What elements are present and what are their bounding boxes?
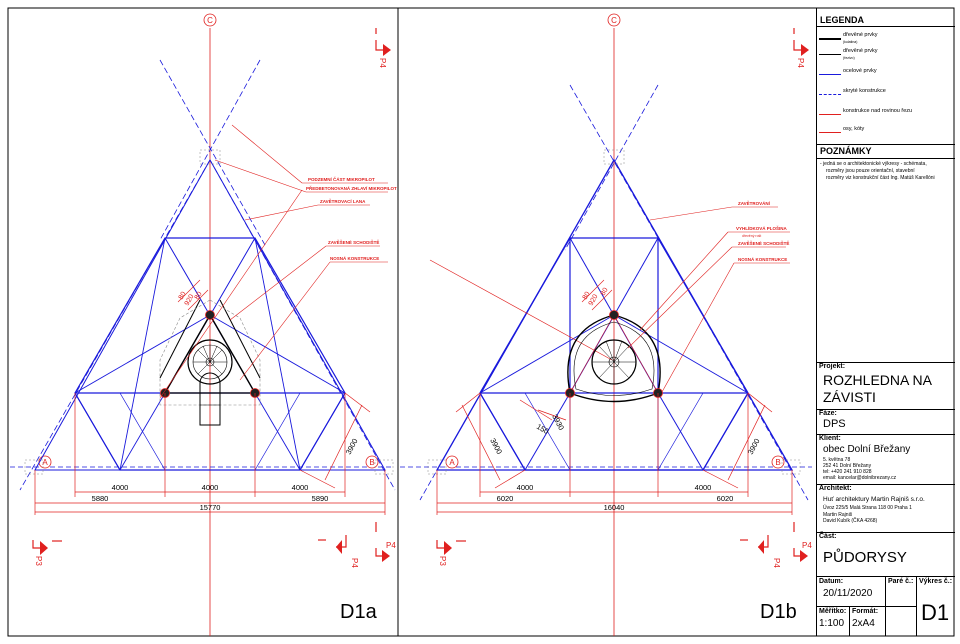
axis-label-b-d1a: B [369, 458, 374, 467]
part-label: Část: [819, 533, 837, 540]
legend-item: konstrukce nad rovinou řezu [819, 108, 951, 122]
legend-item: ocelové prvky [819, 68, 951, 82]
callout-d1a-5: NOSNÁ KONSTRUKCE [330, 255, 379, 261]
phase-value: DPS [823, 418, 846, 430]
architect-line: David Kubík (ČKA 4268) [823, 518, 878, 524]
phase-label: Fáze: [819, 410, 837, 417]
legend-text: skryté konstrukce [843, 88, 886, 94]
callout-d1a-2: PŘEDBETONOVANÁ ZHLAVÍ MIKROPILOT [306, 184, 397, 191]
dim-d1b-side-left-2: 150 [535, 422, 550, 436]
callout-d1a-4: ZAVĚŠENÉ SCHODIŠTĚ [328, 238, 379, 245]
note-line: rozměry viz konstrukční část Ing. Matúš … [826, 175, 935, 181]
legend-text: konstrukce nad rovinou řezu [843, 108, 913, 114]
dim-d1a-side-right: 3900 [344, 437, 360, 456]
client-line: 252 41 Dolní Břežany [823, 463, 872, 469]
drawing-label-d1b: D1b [760, 601, 797, 623]
legend-item: skryté konstrukce [819, 88, 951, 102]
date-value: 20/11/2020 [823, 588, 873, 599]
axis-label-b-d1b: B [775, 458, 780, 467]
axis-label-c-d1b: C [611, 16, 617, 25]
architect-label: Architekt: [819, 485, 852, 492]
client-line: tel: +420 241 910 828 [823, 469, 872, 475]
section-mark-d1b-left: P3 [438, 556, 447, 566]
project-name-line2: ZÁVISTI [823, 389, 876, 405]
dim-d1a-total: 15770 [200, 503, 221, 512]
dim-small-d1b-3: 80 [600, 287, 610, 297]
client-line: 5. května 78 [823, 457, 851, 463]
note-line: rozměry jsou pouze orientační, stavební [826, 168, 915, 174]
dim-d1a-mid-1: 5880 [92, 494, 109, 503]
scale-label: Měřítko: [819, 608, 847, 615]
dim-small-d1b-1: 80 [582, 291, 592, 301]
legend-item: dřevěné prvky (kulatina) [819, 32, 951, 46]
dim-d1a-inner-2: 4000 [202, 483, 219, 492]
dim-d1b-inner-2: 4000 [695, 483, 712, 492]
callout-d1a-3: ZAVĚTROVACÍ LANA [320, 197, 366, 204]
format-label: Formát: [852, 608, 879, 615]
section-mark-d1a-right: P4 [350, 558, 359, 568]
legend-sub: (řezivo) [843, 56, 855, 60]
section-mark-d1a-br: P4 [386, 541, 396, 550]
format-value: 2xA4 [852, 618, 875, 629]
client-name: obec Dolní Břežany [823, 444, 911, 455]
dim-d1a-inner-1: 4000 [112, 483, 129, 492]
note-line: - jedná se o architektonické výkresy - s… [820, 161, 927, 167]
date-label: Datum: [819, 578, 844, 585]
part-value: PŮDORYSY [823, 549, 907, 566]
section-mark-d1b-top: P4 [796, 58, 805, 68]
legend-text: osy, kóty [843, 126, 865, 132]
dim-d1b-mid-1: 6020 [497, 494, 514, 503]
architect-line: Martin Rajniš [823, 512, 853, 518]
dim-small-d1b-2: 920 [588, 293, 600, 307]
dim-d1a-inner-3: 4000 [292, 483, 309, 492]
pare-label: Paré č.: [888, 578, 914, 585]
callout-d1b-2b: dřevěný rošt [742, 234, 761, 238]
dim-small-d1a-2: 920 [184, 293, 196, 307]
section-mark-d1b-right: P4 [772, 558, 781, 568]
drawing-label-d1a: D1a [340, 601, 378, 623]
project-label: Projekt: [819, 363, 846, 370]
plan-d1a: C A B [10, 13, 397, 636]
title-block: LEGENDA dřevěné prvky (kulatina) dřevěné… [816, 8, 955, 636]
dim-d1b-total: 16040 [604, 503, 625, 512]
legend-text: dřevěné prvky [843, 32, 878, 38]
sheet-number: D1 [921, 600, 950, 625]
client-label: Klient: [819, 435, 841, 442]
dim-d1a-mid-2: 5890 [312, 494, 329, 503]
dim-d1b-inner-1: 4000 [517, 483, 534, 492]
plan-d1b: C A B [400, 13, 812, 636]
dim-d1b-mid-2: 6020 [717, 494, 734, 503]
architect-name: Huť architektury Martin Rajniš s.r.o. [823, 496, 925, 503]
callout-d1b-2: VYHLÍDKOVÁ PLOŠINA [736, 224, 788, 231]
callout-d1a-1: PODZEMNÍ ČÁST MIKROPILOT [308, 175, 375, 182]
architect-line: Úvoz 225/5 Malá Strana 118 00 Praha 1 [823, 505, 912, 511]
section-mark-d1a-left: P3 [34, 556, 43, 566]
legend-item: dřevěné prvky (řezivo) [819, 48, 951, 62]
axis-label-a-d1b: A [449, 458, 455, 467]
dim-small-d1a-1: 80 [178, 291, 188, 301]
axis-label-c-d1a: C [207, 16, 213, 25]
callout-d1b-1: ZAVĚTROVÁNÍ [738, 199, 771, 206]
legend-text: ocelové prvky [843, 68, 877, 74]
project-name-line1: ROZHLEDNA NA [823, 372, 932, 388]
section-mark-d1a-top: P4 [378, 58, 387, 68]
callout-d1b-4: NOSNÁ KONSTRUKCE [738, 256, 787, 262]
client-line: email: kancelar@dolnibrezany.cz [823, 475, 897, 481]
dim-d1b-side-left-1: 3900 [488, 437, 504, 456]
legend-text: dřevěné prvky [843, 48, 878, 54]
section-mark-d1b-br: P4 [802, 541, 812, 550]
legend-item: osy, kóty [819, 126, 951, 140]
callout-d1b-3: ZAVĚŠENÉ SCHODIŠTĚ [738, 239, 789, 246]
dim-small-d1a-3: 80 [194, 291, 204, 301]
legend-sub: (kulatina) [843, 40, 858, 44]
sheet-label: Výkres č.: [919, 578, 953, 585]
notes-title: POZNÁMKY [820, 146, 872, 156]
legend-title: LEGENDA [820, 15, 865, 25]
axis-label-a-d1a: A [42, 458, 48, 467]
scale-value: 1:100 [819, 618, 845, 629]
